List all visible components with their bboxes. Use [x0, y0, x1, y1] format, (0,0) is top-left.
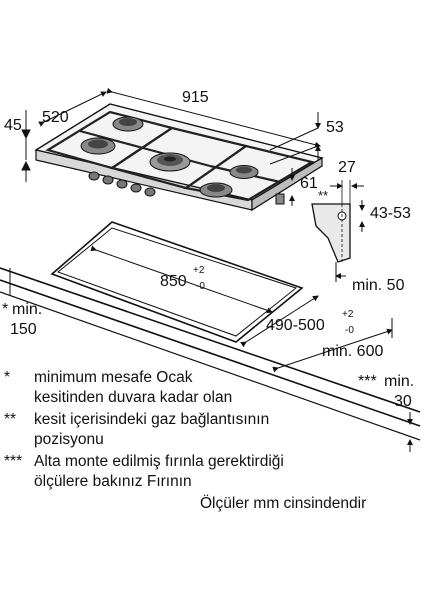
note-line-5: *** Alta monte edilmiş fırınla gerektird…	[4, 452, 404, 472]
cooktop	[34, 103, 324, 212]
bracket-marker: **	[318, 188, 328, 203]
note-line-6: ölçülere bakınız Fırının	[4, 472, 364, 492]
dim-depth: 520	[42, 109, 69, 126]
countertop	[0, 267, 421, 441]
dim-gas-depth: 61	[300, 175, 318, 192]
dim-bracket-height: 43-53	[370, 205, 411, 222]
note-text: Alta monte edilmiş fırınla gerektirdiği	[34, 453, 284, 470]
note-mark: *	[4, 369, 11, 386]
note-text: pozisyonu	[34, 431, 104, 448]
cutout-width-tol-minus: -0	[196, 281, 205, 292]
dim-bracket-width: 27	[338, 159, 356, 176]
min-side-marker: *	[2, 301, 8, 318]
burner-right-rear	[229, 165, 259, 179]
burner-left-front	[80, 137, 116, 155]
dim-min-side: * min. 150	[2, 301, 42, 338]
cutout-depth-base: 490-500	[266, 317, 325, 334]
dim-width: 915	[182, 89, 209, 106]
min-side-value: 150	[10, 321, 37, 338]
note-line-4: pozisyonu	[4, 430, 364, 450]
min-side-label: min.	[12, 301, 42, 318]
burner-right-front	[199, 182, 233, 198]
gas-connection	[275, 193, 285, 205]
cutout-depth-tol-plus: +2	[342, 309, 354, 320]
cutout-depth-tol-minus: -0	[345, 325, 354, 336]
cutout-width-base: 850	[160, 273, 187, 290]
note-line-3: ** kesit içerisindeki gaz bağlantısının	[4, 410, 384, 430]
note-mark: **	[4, 411, 17, 428]
note-text: kesitinden duvara kadar olan	[34, 389, 233, 406]
dimension-lines	[21, 87, 321, 206]
min-bottom-label: min.	[384, 373, 414, 390]
clearance-lines	[9, 245, 413, 452]
cutout-width-tol-plus: +2	[193, 265, 205, 276]
note-text: kesit içerisindeki gaz bağlantısının	[34, 411, 270, 428]
note-text: minimum mesafe Ocak	[34, 369, 193, 386]
note-text: ölçülere bakınız Fırının	[34, 473, 192, 490]
dim-min-bottom: *** min. 30	[358, 373, 414, 410]
dim-height: 45	[4, 117, 22, 134]
burner-wok	[149, 152, 191, 172]
dim-min-rear: min. 50	[352, 277, 405, 294]
dim-min-front: min. 600	[322, 343, 383, 360]
note-mark: ***	[4, 453, 23, 470]
unit-note: Ölçüler mm cinsindendir	[200, 495, 367, 512]
dim-cutout-width: 850 +2 -0	[160, 265, 205, 292]
dim-front-overhang: 53	[326, 119, 344, 136]
note-line-1: * minimum mesafe Ocak	[4, 368, 364, 388]
note-line-2: kesitinden duvara kadar olan	[4, 388, 364, 408]
min-bottom-value: 30	[394, 393, 412, 410]
dim-cutout-depth: 490-500 +2 -0	[266, 309, 354, 336]
burner-left-rear	[112, 116, 144, 132]
bracket-detail	[311, 180, 365, 263]
control-knobs	[88, 171, 156, 197]
min-bottom-marker: ***	[358, 373, 377, 390]
